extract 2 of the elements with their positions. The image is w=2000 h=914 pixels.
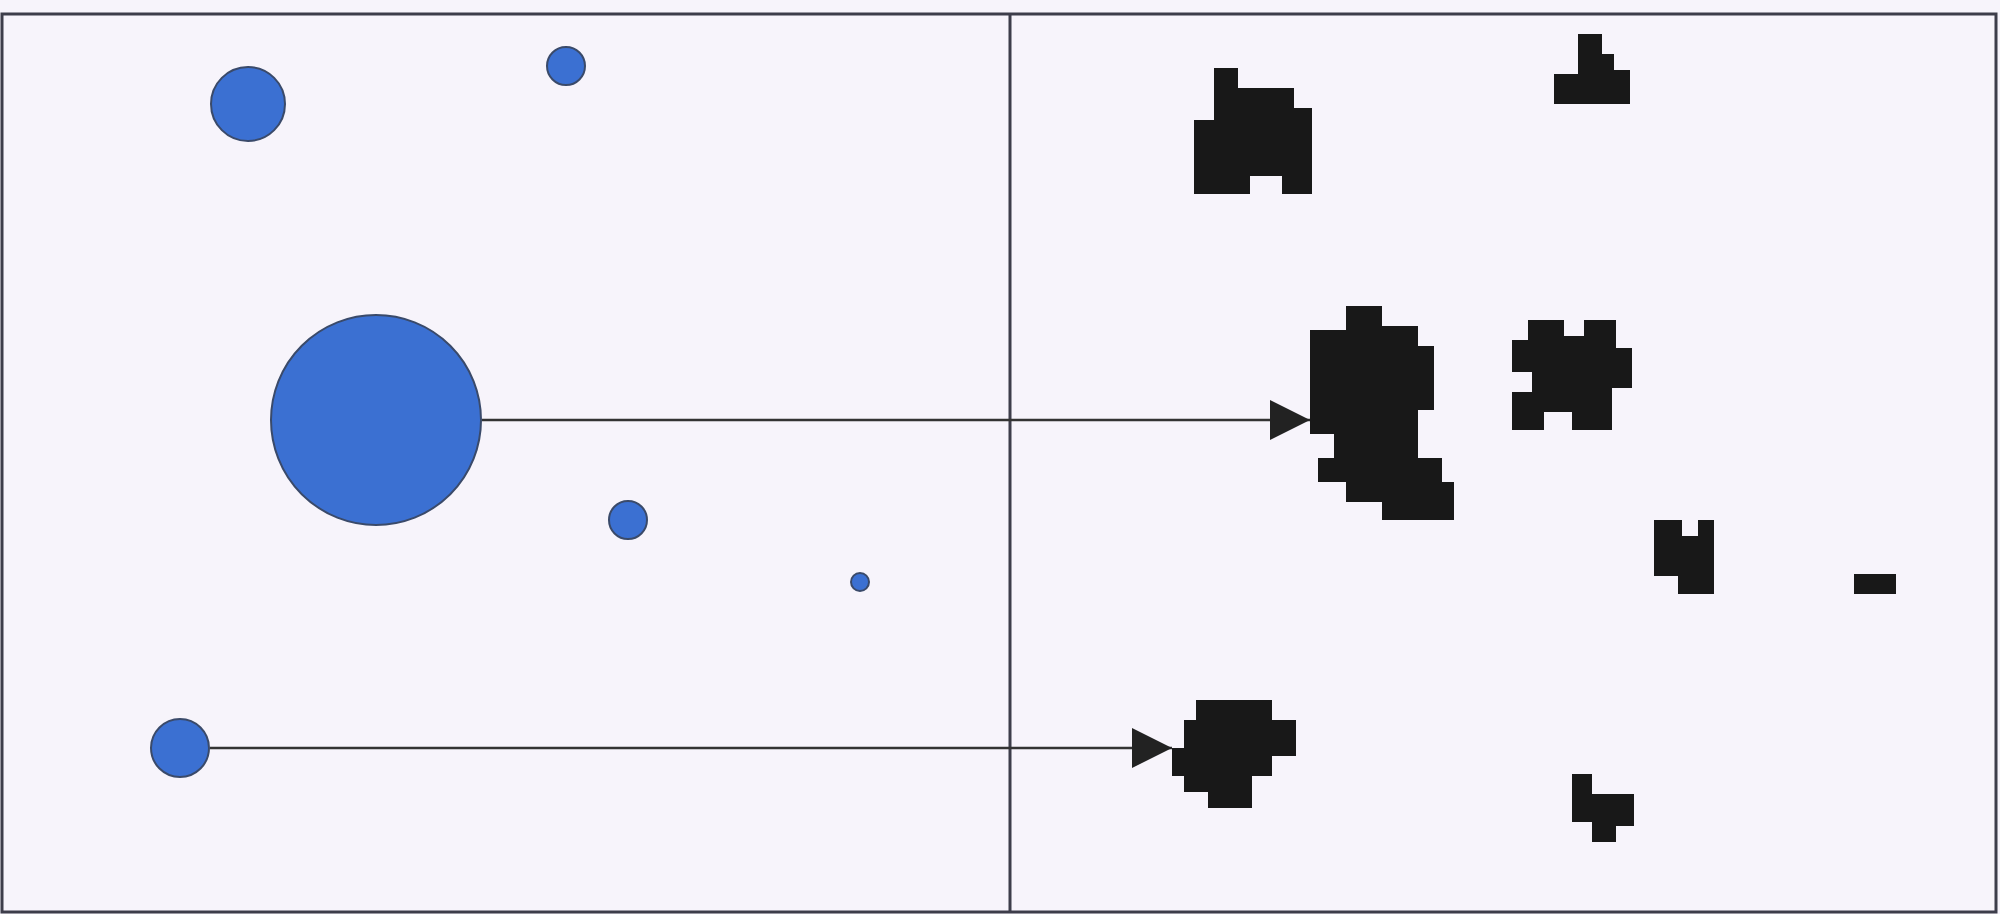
arrow	[210, 728, 1172, 768]
arrow	[482, 400, 1310, 440]
